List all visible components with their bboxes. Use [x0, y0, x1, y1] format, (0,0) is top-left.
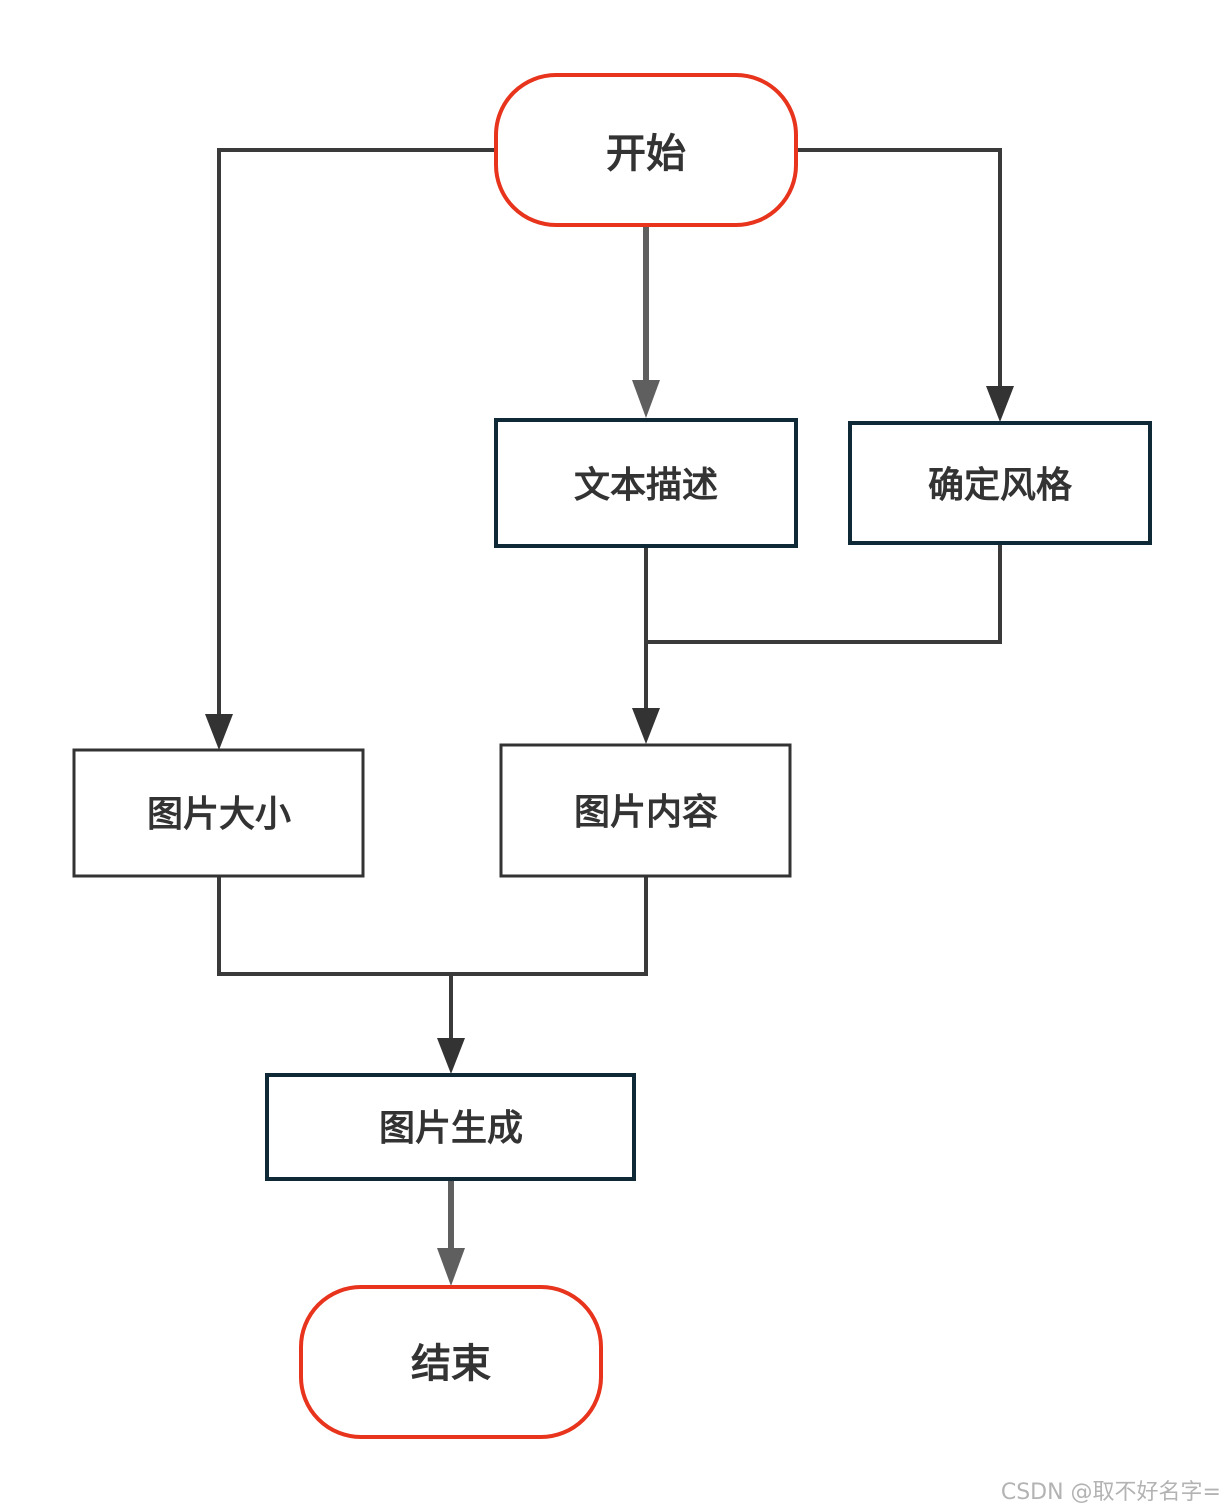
arrowhead-end: [437, 1248, 465, 1286]
node-end: 结束: [299, 1285, 603, 1439]
node-start: 开始: [494, 73, 798, 227]
process-box: [72, 748, 365, 878]
image-generation-label: 图片生成: [379, 1108, 523, 1149]
arrowhead-style: [986, 386, 1014, 422]
connectors: [205, 148, 1014, 1286]
node-style: 确定风格: [848, 421, 1152, 545]
edge-image-size-merge: [217, 877, 648, 976]
process-box: [265, 1073, 636, 1181]
terminal-shape: [494, 73, 798, 227]
arrowhead-text-desc: [632, 380, 660, 418]
node-image-generation: 图片生成: [265, 1073, 636, 1181]
process-box: [494, 418, 798, 548]
arrowhead-image-content: [632, 708, 660, 744]
end-label: 结束: [411, 1341, 491, 1387]
process-box: [848, 421, 1152, 545]
edge-style-to-image-content: [646, 544, 1002, 644]
text-description-label: 文本描述: [574, 465, 718, 506]
watermark: CSDN @取不好名字=: [1000, 1480, 1221, 1505]
node-text-description: 文本描述: [494, 418, 798, 548]
node-image-size: 图片大小: [72, 748, 365, 878]
edge-start-to-style: [798, 148, 1002, 388]
image-size-label: 图片大小: [147, 794, 291, 835]
style-label: 确定风格: [928, 465, 1073, 506]
start-label: 开始: [606, 131, 686, 177]
arrowhead-image-size: [205, 714, 233, 750]
terminal-shape: [299, 1285, 603, 1439]
node-image-content: 图片内容: [499, 743, 792, 878]
process-box: [499, 743, 792, 878]
arrowhead-image-gen: [437, 1038, 465, 1074]
edge-start-to-image-size: [217, 148, 495, 716]
image-content-label: 图片内容: [574, 792, 718, 833]
